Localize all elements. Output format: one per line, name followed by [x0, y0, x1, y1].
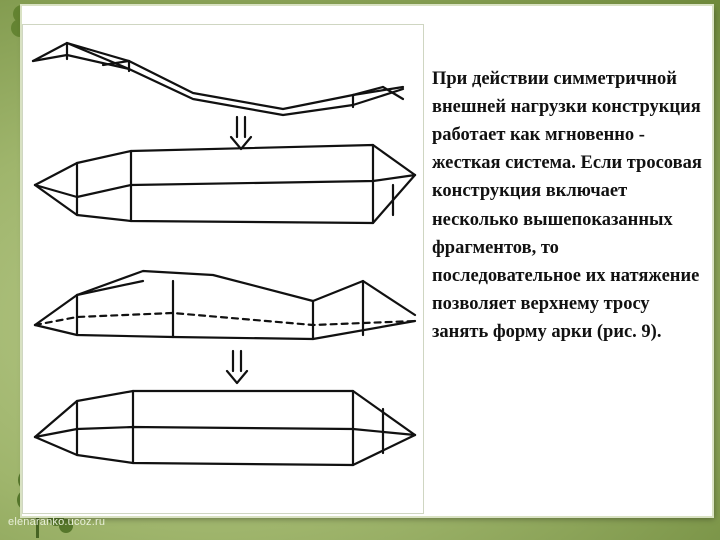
- fragment-1: [31, 41, 405, 117]
- figure-drawing: [31, 41, 417, 467]
- down-arrow-icon: [225, 349, 249, 385]
- fragment-4: [33, 389, 417, 467]
- down-arrow-icon: [229, 115, 253, 151]
- cable-structure-figure: [22, 24, 424, 514]
- fragment-3: [33, 269, 417, 341]
- fragment-2: [33, 143, 417, 225]
- slide-body-text: При действии симметричной внешней нагруз…: [432, 68, 702, 343]
- watermark: elenaranko.ucoz.ru: [8, 516, 106, 528]
